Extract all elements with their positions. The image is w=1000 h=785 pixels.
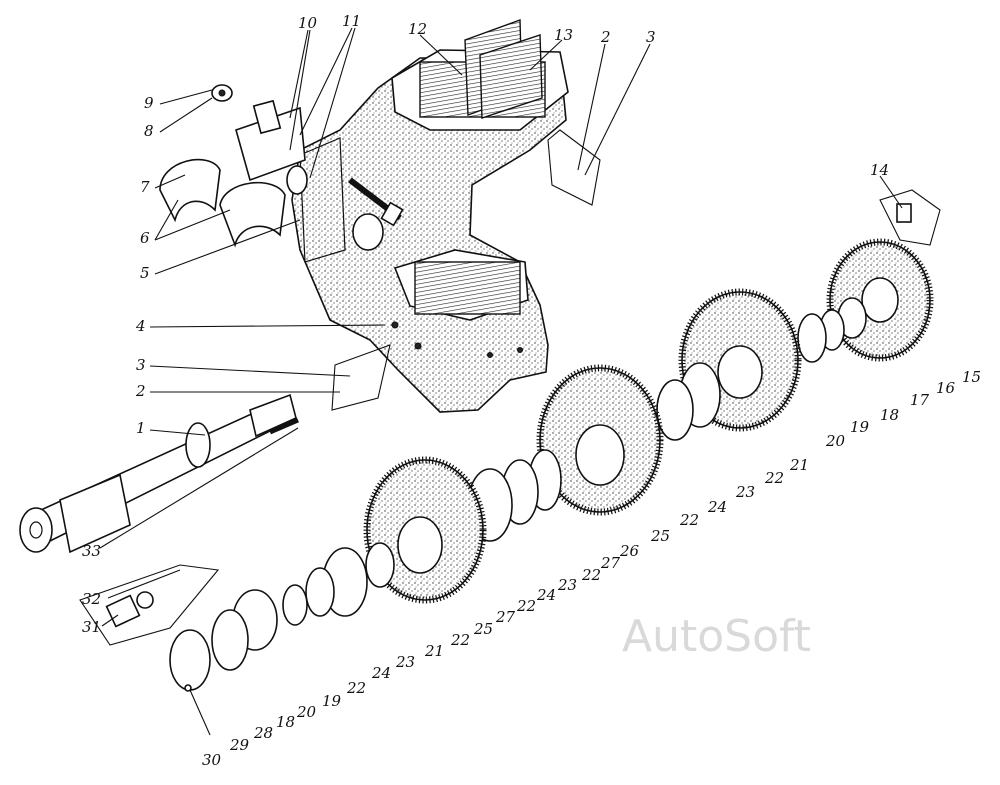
label-24-left: 24 <box>371 664 391 682</box>
label-24-mid: 24 <box>536 586 556 604</box>
label-21-left: 21 <box>424 642 444 660</box>
label-21-right: 21 <box>789 456 809 474</box>
label-4: 4 <box>135 317 146 335</box>
label-13: 13 <box>554 26 573 44</box>
label-2: 2 <box>135 382 146 400</box>
label-7: 7 <box>140 178 150 196</box>
label-31: 31 <box>82 618 101 636</box>
label-9: 9 <box>144 94 154 112</box>
label-22-mid-right: 22 <box>679 511 699 529</box>
label-3: 3 <box>136 356 146 374</box>
label-22-mid-left: 22 <box>516 597 536 615</box>
label-23-left: 23 <box>395 653 415 671</box>
leader-lines <box>99 27 903 736</box>
housing <box>291 49 569 413</box>
watermark: AutoSoft <box>622 611 811 662</box>
label-1: 1 <box>136 419 146 437</box>
label-19-right: 19 <box>850 418 870 436</box>
label-20-left: 20 <box>296 703 317 721</box>
label-23-mid: 23 <box>557 576 577 594</box>
label-16: 16 <box>936 379 956 397</box>
label-18-left: 18 <box>276 713 295 731</box>
bearing-caps <box>159 84 308 248</box>
label-19-left: 19 <box>322 692 342 710</box>
label-22-mid: 22 <box>581 566 601 584</box>
label-25-right: 25 <box>650 527 670 545</box>
label-24-right: 24 <box>707 498 727 516</box>
label-30: 30 <box>202 751 222 769</box>
shaft <box>19 393 299 554</box>
label-6: 6 <box>140 229 150 247</box>
label-5: 5 <box>140 264 150 282</box>
label-25-left: 25 <box>473 620 493 638</box>
label-2-top: 2 <box>600 28 611 46</box>
label-17: 17 <box>910 391 930 409</box>
label-20-right: 20 <box>825 432 846 450</box>
gear-train <box>105 203 934 692</box>
label-14: 14 <box>870 161 889 179</box>
label-15: 15 <box>962 368 981 386</box>
label-11: 11 <box>342 12 361 30</box>
callout-frames <box>79 129 941 646</box>
label-27-right: 27 <box>600 554 621 572</box>
label-3-top: 3 <box>646 28 656 46</box>
label-27-left: 27 <box>495 608 516 626</box>
part-labels: 1 2 3 4 5 6 7 8 9 10 11 12 13 2 3 14 15 … <box>82 12 981 769</box>
label-22-right: 22 <box>764 469 784 487</box>
label-12: 12 <box>408 20 427 38</box>
plates <box>464 19 543 119</box>
label-32: 32 <box>82 590 101 608</box>
label-18-right: 18 <box>880 406 899 424</box>
label-28: 28 <box>253 724 273 742</box>
label-10: 10 <box>298 14 318 32</box>
label-23-right: 23 <box>735 483 755 501</box>
label-22-far-left: 22 <box>346 679 366 697</box>
label-29: 29 <box>229 736 250 754</box>
label-22-left: 22 <box>450 631 470 649</box>
label-8: 8 <box>144 122 154 140</box>
label-33: 33 <box>82 542 101 560</box>
label-26: 26 <box>619 542 640 560</box>
